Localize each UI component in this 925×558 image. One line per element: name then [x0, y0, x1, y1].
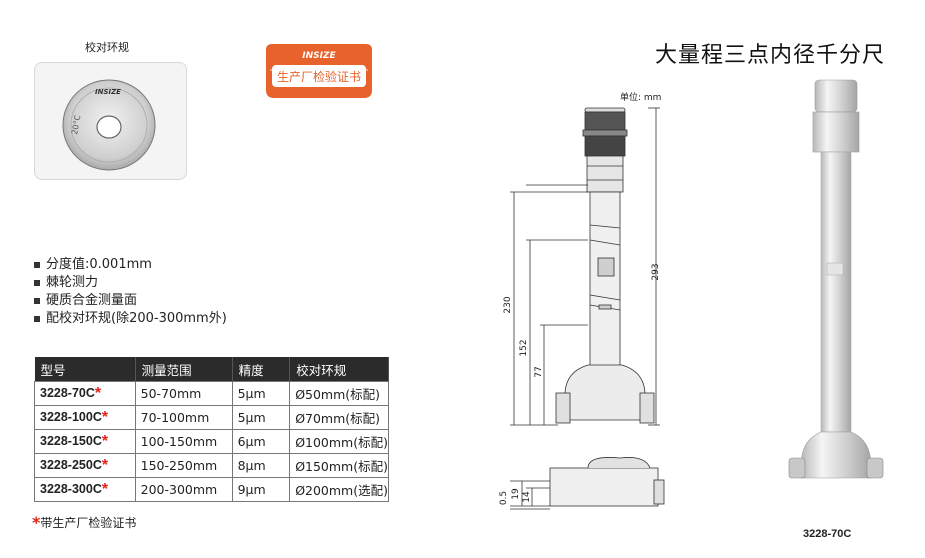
ring-gauge-image: INSIZE 20°C: [34, 62, 187, 180]
bullet-icon: [34, 262, 40, 268]
cell-accuracy: 8μm: [231, 453, 291, 478]
photo-caption: 3228-70C: [803, 528, 852, 540]
cell-ring: Ø50mm(标配): [289, 381, 389, 406]
feature-item: 分度值:0.001mm: [34, 256, 227, 274]
cell-ring: Ø100mm(标配): [289, 429, 389, 454]
technical-drawing: 293 230 152 77 19 14 0.5: [499, 107, 665, 510]
page-title: 大量程三点内径千分尺: [655, 43, 886, 68]
cell-model: 3228-300C*: [34, 477, 136, 502]
dim-0-5: 0.5: [499, 491, 509, 505]
footnote: *带生产厂检验证书: [32, 513, 136, 532]
bullet-icon: [34, 316, 40, 322]
bullet-icon: [34, 280, 40, 286]
cell-accuracy: 6μm: [231, 429, 291, 454]
logo-brand: INSIZE: [302, 51, 336, 61]
dim-14: 14: [522, 491, 532, 503]
ring-gauge-brand: INSIZE: [95, 88, 121, 96]
cell-range: 200-300mm: [134, 477, 233, 502]
dim-230: 230: [503, 296, 513, 313]
certificate-star: *: [101, 480, 109, 498]
cell-ring: Ø200mm(选配): [289, 477, 389, 502]
header-model: 型号: [34, 357, 136, 382]
certificate-star: *: [101, 456, 109, 474]
table-header-row: 型号 测量范围 精度 校对环规: [34, 357, 389, 382]
cell-accuracy: 5μm: [231, 405, 291, 430]
cell-range: 50-70mm: [134, 381, 233, 406]
dim-19: 19: [511, 488, 521, 500]
logo-text: 生产厂检验证书: [277, 69, 361, 84]
footnote-star: *: [32, 513, 41, 532]
certificate-star: *: [101, 432, 109, 450]
dim-77: 77: [534, 366, 544, 377]
header-range: 测量范围: [135, 357, 233, 382]
cell-model: 3228-70C*: [34, 381, 136, 406]
feature-item: 棘轮测力: [34, 274, 227, 292]
feature-item: 配校对环规(除200-300mm外): [34, 310, 227, 328]
cell-ring: Ø70mm(标配): [289, 405, 389, 430]
feature-item: 硬质合金测量面: [34, 292, 227, 310]
footnote-text: 带生产厂检验证书: [40, 516, 137, 530]
cell-range: 70-100mm: [134, 405, 233, 430]
cell-model: 3228-100C*: [34, 405, 136, 430]
cell-range: 100-150mm: [134, 429, 233, 454]
feature-list: 分度值:0.001mm 棘轮测力 硬质合金测量面 配校对环规(除200-300m…: [34, 256, 227, 328]
cell-model: 3228-250C*: [34, 453, 136, 478]
ring-gauge-title: 校对环规: [85, 41, 129, 54]
cell-ring: Ø150mm(标配): [289, 453, 389, 478]
cell-range: 150-250mm: [134, 453, 233, 478]
ring-gauge-temp: 20°C: [70, 114, 82, 135]
insize-certificate-logo: INSIZE 生产厂检验证书: [264, 40, 374, 106]
bullet-icon: [34, 298, 40, 304]
certificate-badge: INSIZE 生产厂检验证书: [266, 44, 372, 98]
cell-accuracy: 5μm: [231, 381, 291, 406]
cell-model: 3228-150C*: [34, 429, 136, 454]
certificate-star: *: [101, 408, 109, 426]
header-accuracy: 精度: [232, 357, 291, 382]
product-photo: [788, 79, 884, 479]
dim-152: 152: [519, 339, 529, 356]
ring-gauge-drawing: INSIZE 20°C: [62, 79, 156, 171]
dim-293: 293: [651, 263, 661, 280]
cell-accuracy: 9μm: [231, 477, 291, 502]
certificate-star: *: [94, 384, 102, 402]
unit-label: 单位: mm: [620, 93, 662, 103]
header-ring: 校对环规: [289, 357, 389, 382]
